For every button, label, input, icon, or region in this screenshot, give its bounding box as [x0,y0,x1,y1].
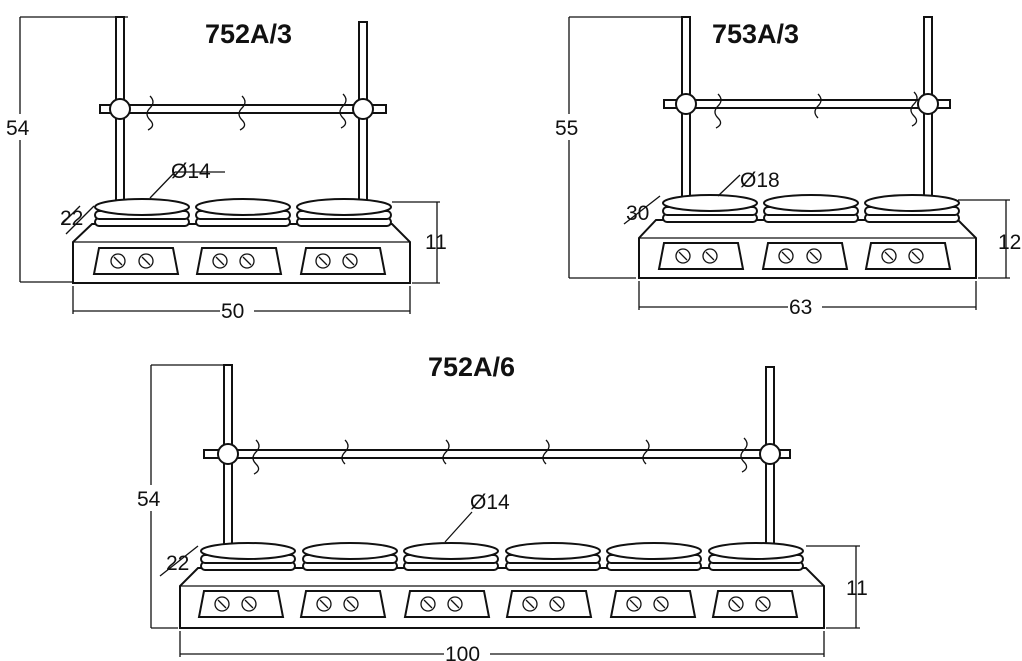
depth-label: 22 [60,207,83,230]
boss-head-right [352,98,374,120]
depth-dimension: 22 [60,205,95,235]
clamp-icon [252,439,260,475]
stirring-plate [864,194,960,223]
clamp-icon [542,439,550,465]
control-panel [195,247,283,275]
clamp-icon [238,95,246,131]
height-dimension: 54 [3,16,128,283]
stirring-plate [200,542,296,571]
depth-label: 22 [166,552,189,575]
clamp-icon [339,93,347,129]
depth-label: 30 [626,202,649,225]
clamp-icon [714,93,722,129]
control-panel [864,242,952,270]
width-label: 50 [221,300,244,323]
stirring-plate [195,198,291,227]
cross-bar [99,104,387,114]
boss-head-left [675,93,697,115]
control-panel [657,242,745,270]
control-panel [403,590,491,618]
width-dimension: 63 [638,281,977,319]
depth-dimension: 22 [159,545,199,577]
base-height-dimension: 11 [806,545,868,629]
cross-bar [663,99,951,109]
control-panel [711,590,799,618]
height-label: 54 [137,488,161,511]
boss-head-right [759,443,781,465]
control-panel [197,590,285,618]
stirring-plate [662,194,758,223]
drawing-title: 752A/6 [428,352,515,382]
stirring-plate [403,542,499,571]
stirring-plate [763,194,859,223]
clamp-icon [341,439,349,465]
height-label: 55 [555,117,578,140]
depth-dimension: 30 [623,195,661,225]
boss-head-left [109,98,131,120]
clamp-icon [910,91,918,127]
drawing-title: 752A/3 [205,19,292,49]
boss-head-left [217,443,239,465]
clamp-icon [442,439,450,465]
control-panel [505,590,593,618]
control-panel [761,242,849,270]
width-label: 100 [445,643,480,661]
height-dimension: 55 [552,16,690,279]
control-panel [299,590,387,618]
base-height-label: 12 [998,231,1021,254]
diameter-label: Ø14 [470,491,510,514]
control-panel [609,590,697,618]
diameter-label: Ø18 [740,169,780,192]
base-height-label: 11 [846,577,868,600]
clamp-icon [146,95,154,131]
clamp-icon [814,93,822,119]
stirring-plate [606,542,702,571]
clamp-icon [642,439,650,465]
drawing-752a3: 752A/3 54 [3,16,447,323]
stirring-plate [296,198,392,227]
control-panel [299,247,387,275]
diameter-label: Ø14 [171,160,211,183]
stirring-plate [505,542,601,571]
width-dimension: 100 [179,631,825,661]
stirring-plate [94,198,190,227]
drawing-752a6: 752A/6 54 [134,352,868,661]
base-height-label: 11 [425,231,447,254]
width-dimension: 50 [72,286,411,323]
stirring-plate [302,542,398,571]
diameter-dimension: Ø14 [444,491,510,543]
drawing-title: 753A/3 [712,19,799,49]
diameter-dimension: Ø14 [149,160,225,199]
clamp-icon [740,437,748,473]
stirring-plate [708,542,804,571]
drawing-753a3: 753A/3 55 [552,16,1021,319]
height-label: 54 [6,117,30,140]
control-panel [92,247,180,275]
width-label: 63 [789,296,812,319]
base-height-dimension: 12 [958,199,1021,279]
base-height-dimension: 11 [392,201,447,284]
height-dimension: 54 [134,364,232,629]
cross-bar [203,449,791,459]
boss-head-right [917,93,939,115]
diameter-dimension: Ø18 [717,169,780,197]
